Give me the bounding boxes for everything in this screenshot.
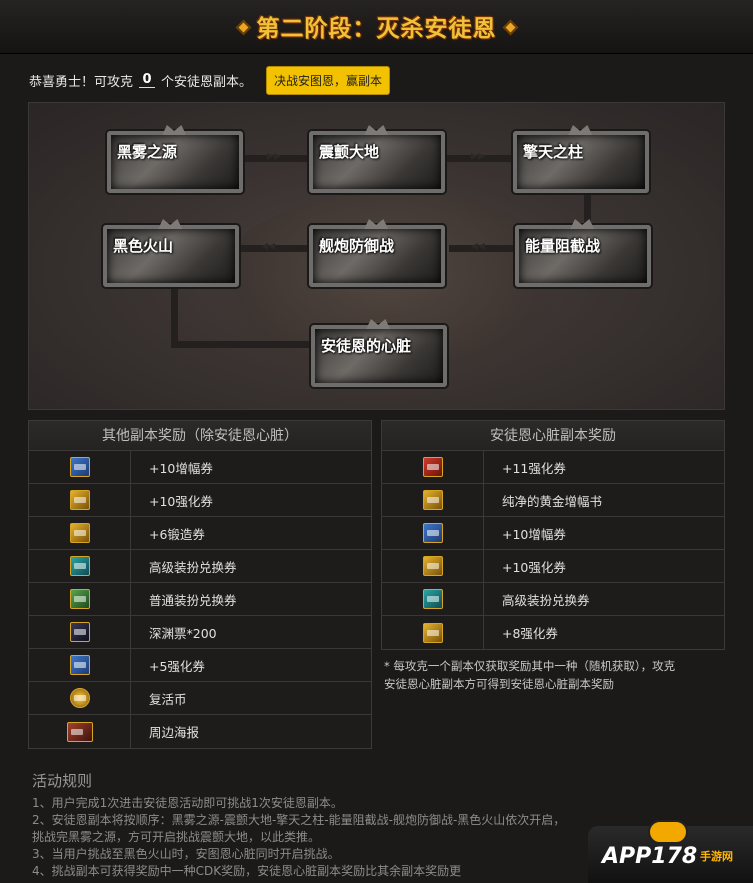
normal-costume-ticket-icon xyxy=(69,589,90,609)
path-connector xyxy=(171,341,311,348)
diamond-left-icon xyxy=(235,19,251,36)
event-rule-line: 3、当用户挑战至黑色火山时，安图恩心脏同时开启挑战。 xyxy=(32,847,340,861)
dungeon-node-label: 黑雾之源 xyxy=(117,143,178,161)
forge-ticket-icon xyxy=(69,523,90,543)
path-connector xyxy=(443,155,513,162)
amplify-ticket-icon xyxy=(422,523,443,543)
dungeon-node-label: 安徒恩的心脏 xyxy=(321,337,412,355)
event-rule-line: 挑战完黑雾之源，方可开启挑战震颤大地，以此类推。 xyxy=(32,830,321,844)
dungeon-node-label: 能量阻截战 xyxy=(525,237,601,255)
dungeon-node-black-volcano[interactable]: 黑色火山 xyxy=(103,225,239,287)
reward-label: +10强化券 xyxy=(502,559,566,575)
dungeon-node-quaking-ground[interactable]: 震颤大地 xyxy=(309,131,445,193)
heart-rewards-panel: 安徒恩心脏副本奖励 +11强化券 纯净的黄金增幅书 +10增幅券 +10强化券 … xyxy=(381,420,725,650)
reward-row: +10强化券 xyxy=(29,484,371,517)
path-connector xyxy=(171,255,178,347)
path-arrow-icon: ◂◂ xyxy=(471,238,486,254)
reinforce-ticket-icon xyxy=(69,490,90,510)
reward-label: +8强化券 xyxy=(502,626,558,641)
dungeon-node-black-mist[interactable]: 黑雾之源 xyxy=(107,131,243,193)
reward-label: +10增幅券 xyxy=(502,526,566,542)
dungeon-node-energy-block[interactable]: 能量阻截战 xyxy=(515,225,651,287)
dungeon-node-anton-heart[interactable]: 安徒恩的心脏 xyxy=(311,325,447,387)
page-header: 第二阶段：灭杀安徒恩 xyxy=(0,0,753,54)
watermark-sub: 手游网 xyxy=(700,850,733,863)
reward-label: 纯净的黄金增幅书 xyxy=(502,493,603,509)
premium-costume-ticket-icon xyxy=(69,556,90,576)
dungeon-node-label: 擎天之柱 xyxy=(523,143,584,161)
reward-note: * 每攻克一个副本仅获取奖励其中一种（随机获取），攻克 安徒恩心脏副本方可得到安… xyxy=(384,657,728,693)
page-title: 第二阶段：灭杀安徒恩 xyxy=(0,9,753,43)
reward-label: 普通装扮兑换券 xyxy=(149,592,237,608)
reward-label: +6锻造券 xyxy=(149,526,205,542)
reward-row: +10增幅券 xyxy=(29,451,371,484)
reward-row: 深渊票*200 xyxy=(29,616,371,649)
path-connector xyxy=(241,155,321,162)
reward-row: 高级装扮兑换券 xyxy=(382,583,724,616)
reward-row: 高级装扮兑换券 xyxy=(29,550,371,583)
abyss-ticket-icon xyxy=(69,622,90,642)
other-rewards-panel: 其他副本奖励（除安徒恩心脏） +10增幅券 +10强化券 +6锻造券 高级装扮兑… xyxy=(28,420,372,749)
path-connector xyxy=(449,245,513,252)
reward-row: +10增幅券 xyxy=(382,517,724,550)
poster-icon xyxy=(66,721,93,742)
intro-prefix: 恭喜勇士！可攻克 xyxy=(29,74,134,90)
event-rules-title: 活动规则 xyxy=(32,772,93,790)
reward-row: 普通装扮兑换券 xyxy=(29,583,371,616)
reward-label: 高级装扮兑换券 xyxy=(502,592,590,608)
reinforce-ticket-icon xyxy=(422,622,443,643)
reward-label: 周边海报 xyxy=(149,725,200,740)
dungeon-map: ▸▸ ▸▸ ◂◂ ◂◂ 黑雾之源 震颤大地 擎天之柱 黑色火山 舰炮防御战 能量… xyxy=(28,102,725,410)
reward-label: +11强化券 xyxy=(502,460,566,476)
dungeon-node-sky-pillar[interactable]: 擎天之柱 xyxy=(513,131,649,193)
reward-label: 高级装扮兑换券 xyxy=(149,559,237,575)
reward-note-line: * 每攻克一个副本仅获取奖励其中一种（随机获取），攻克 xyxy=(384,659,676,673)
challenge-button[interactable]: 决战安图恩，赢副本 xyxy=(266,65,391,95)
premium-costume-ticket-icon xyxy=(422,589,443,609)
dungeon-node-label: 震颤大地 xyxy=(319,143,380,161)
reward-row: 复活币 xyxy=(29,682,371,715)
intro-suffix: 个安徒恩副本。 xyxy=(161,74,253,90)
dungeon-node-label: 黑色火山 xyxy=(113,237,174,255)
mascot-icon xyxy=(648,820,688,844)
reward-label: 复活币 xyxy=(149,691,187,707)
path-arrow-icon: ▸▸ xyxy=(471,148,486,164)
conquerable-count: 0 xyxy=(139,72,156,88)
reward-row: 纯净的黄金增幅书 xyxy=(382,484,724,517)
reward-label: 深渊票*200 xyxy=(149,625,217,641)
event-rules: 活动规则 1、用户完成1次进击安徒恩活动即可挑战1次安徒恩副本。 2、安徒恩副本… xyxy=(32,770,732,880)
diamond-right-icon xyxy=(502,19,518,36)
reward-label: +10增幅券 xyxy=(149,460,213,476)
path-connector xyxy=(584,177,591,227)
path-arrow-icon: ◂◂ xyxy=(261,238,276,254)
watermark-logo: APP178 xyxy=(602,844,698,869)
reward-row: 周边海报 xyxy=(29,715,371,748)
dungeon-node-naval-defense[interactable]: 舰炮防御战 xyxy=(309,225,445,287)
intro-bar: 恭喜勇士！可攻克 0 个安徒恩副本。 决战安图恩，赢副本 xyxy=(29,65,391,95)
page-title-text: 第二阶段：灭杀安徒恩 xyxy=(256,16,497,42)
reward-row: +8强化券 xyxy=(382,616,724,649)
path-arrow-icon: ▸▸ xyxy=(267,148,282,164)
reinforce-ticket-icon xyxy=(422,556,443,576)
event-rule-line: 1、用户完成1次进击安徒恩活动即可挑战1次安徒恩副本。 xyxy=(32,796,343,810)
reward-note-line: 安徒恩心脏副本方可得到安徒恩心脏副本奖励 xyxy=(384,677,614,691)
gold-amplify-book-icon xyxy=(422,490,443,510)
reinforce-ticket-icon xyxy=(69,655,90,675)
reinforce-ticket-icon xyxy=(422,457,443,477)
event-rule-line: 4、挑战副本可获得奖励中一种CDK奖励，安徒恩心脏副本奖励比其余副本奖励更 xyxy=(32,864,462,878)
other-rewards-title: 其他副本奖励（除安徒恩心脏） xyxy=(29,421,371,451)
reward-label: +10强化券 xyxy=(149,493,213,509)
event-rule-line: 2、安徒恩副本将按顺序：黑雾之源-震颤大地-擎天之柱-能量阻截战-舰炮防御战-黑… xyxy=(32,813,566,827)
reward-label: +5强化券 xyxy=(149,658,205,674)
dungeon-node-label: 舰炮防御战 xyxy=(319,237,395,255)
reward-row: +11强化券 xyxy=(382,451,724,484)
site-watermark: APP178 手游网 xyxy=(588,820,753,883)
reward-row: +10强化券 xyxy=(382,550,724,583)
reward-row: +6锻造券 xyxy=(29,517,371,550)
amplify-ticket-icon xyxy=(69,457,90,477)
reward-row: +5强化券 xyxy=(29,649,371,682)
revive-coin-icon xyxy=(69,688,90,708)
heart-rewards-title: 安徒恩心脏副本奖励 xyxy=(382,421,724,451)
path-connector xyxy=(241,245,311,252)
